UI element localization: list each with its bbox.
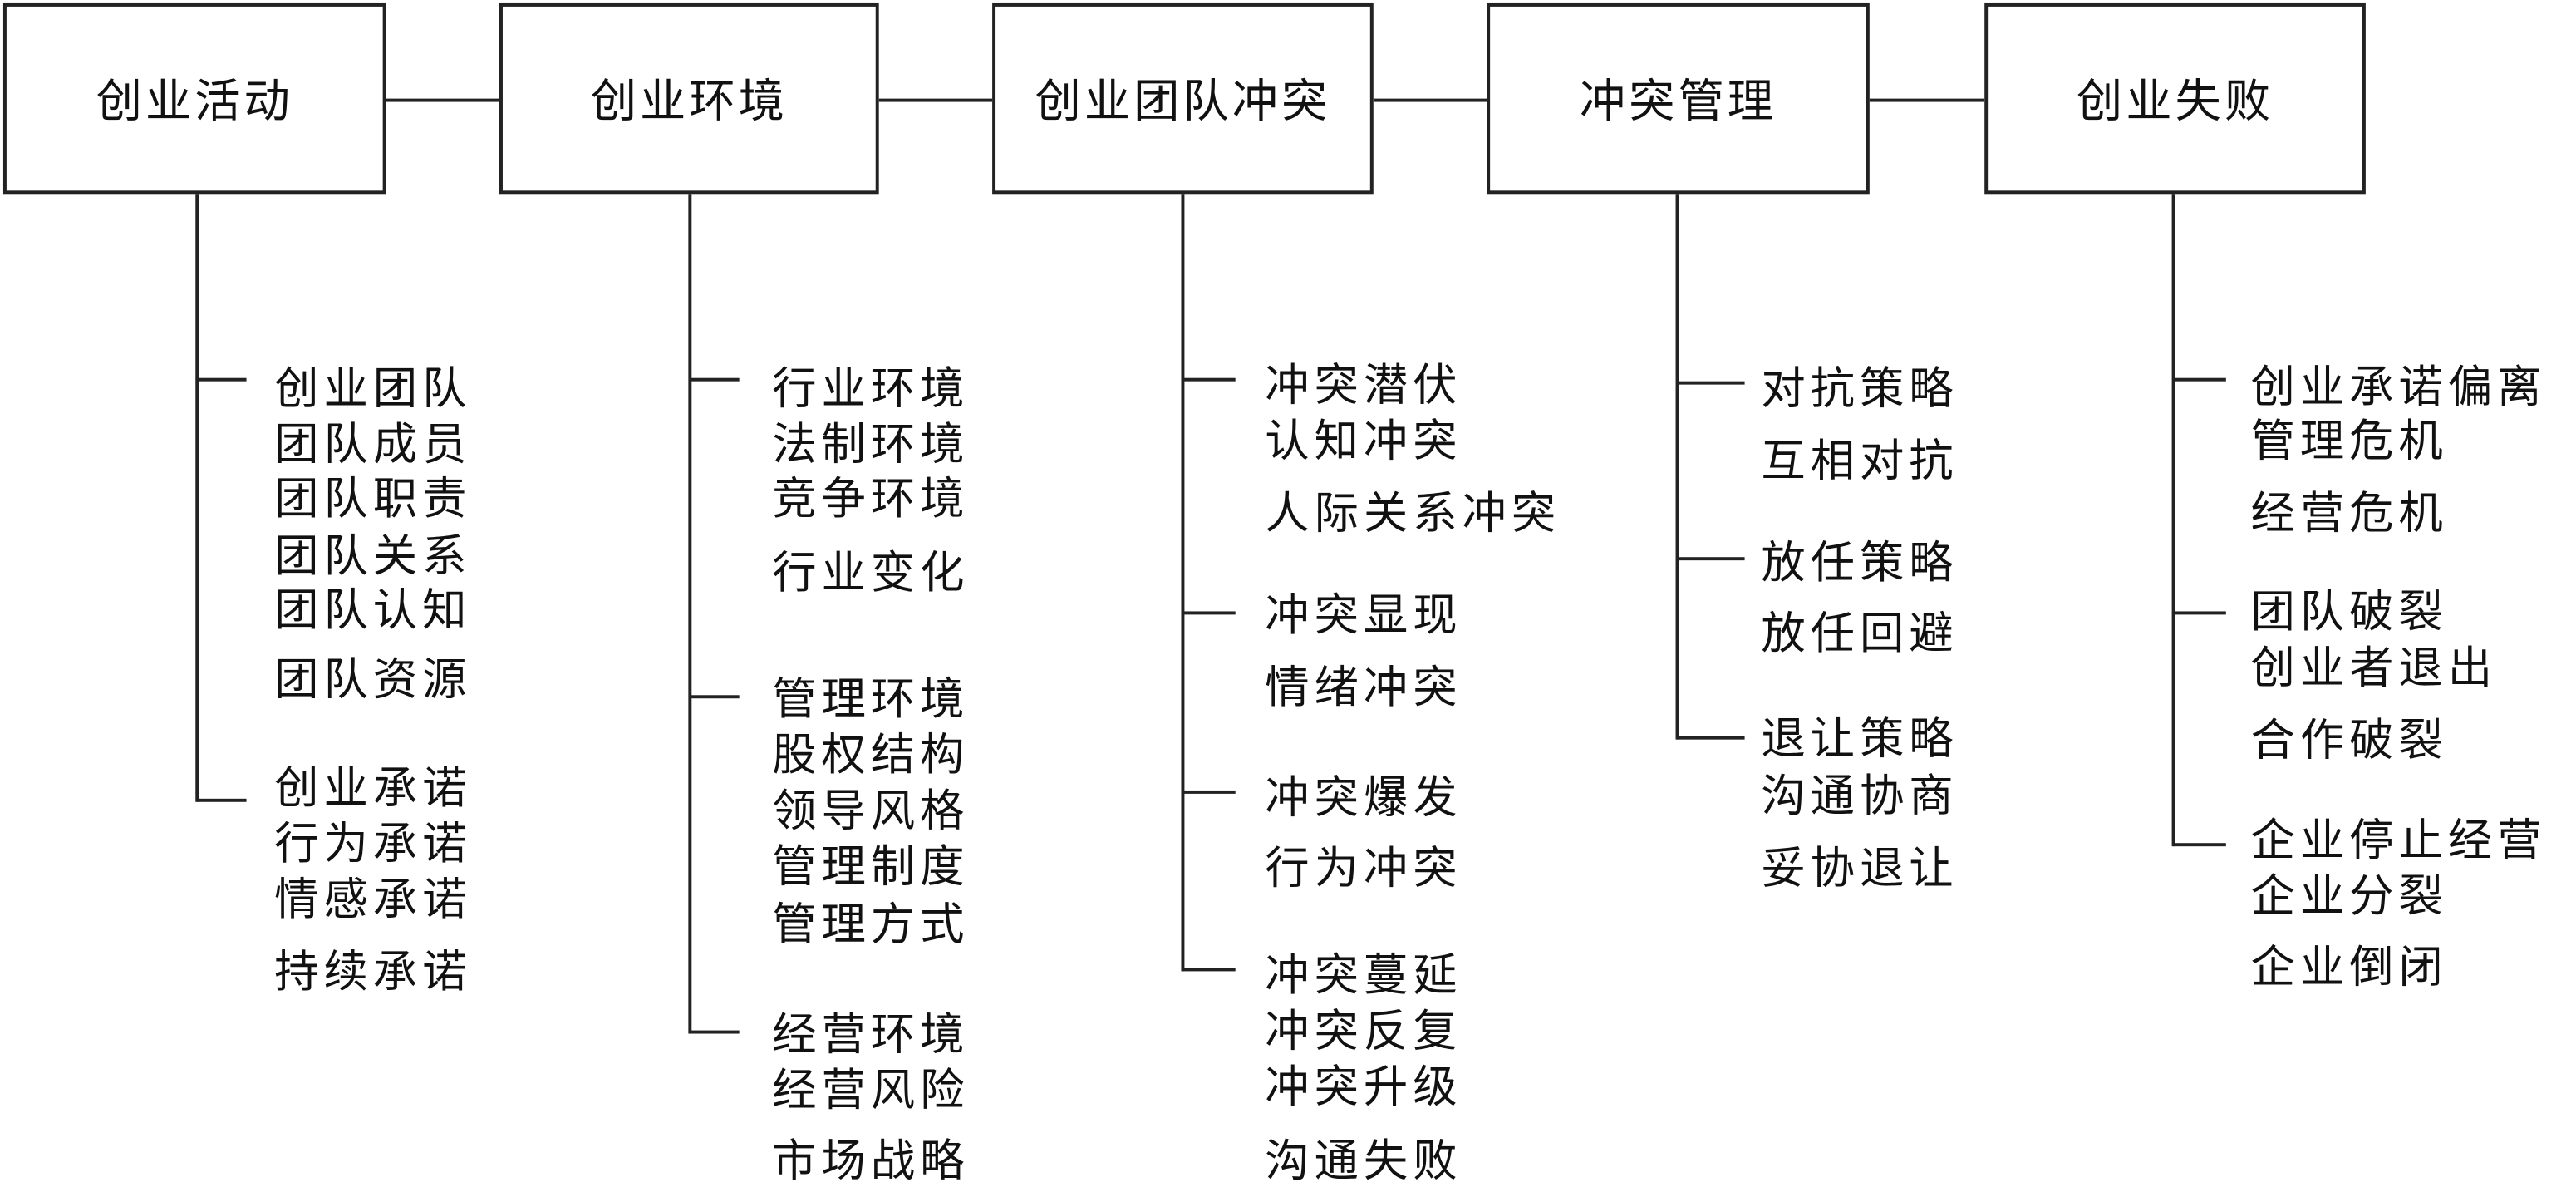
list-item: 团队关系 — [274, 531, 472, 583]
stem-line — [688, 194, 692, 1034]
list-item: 互相对抗 — [1761, 436, 1959, 488]
list-item: 冲突反复 — [1265, 1006, 1463, 1058]
stem-line — [2171, 194, 2175, 847]
list-item: 行为承诺 — [274, 819, 472, 870]
list-item: 企业停止经营 — [2250, 815, 2547, 867]
list-item: 企业分裂 — [2250, 871, 2448, 923]
branch-tick — [1182, 377, 1236, 382]
list-item: 团队破裂 — [2250, 587, 2448, 639]
list-item: 行业环境 — [772, 363, 970, 416]
connector-line — [1869, 98, 1985, 102]
connector-line — [1373, 98, 1487, 102]
node-box-5: 创业失败 — [1984, 2, 2366, 195]
list-item: 管理危机 — [2250, 416, 2448, 468]
list-item: 领导风格 — [772, 786, 970, 838]
list-item: 人际关系冲突 — [1265, 489, 1561, 540]
list-item: 放任策略 — [1761, 538, 1959, 589]
node-box-1: 创业活动 — [2, 2, 386, 195]
stem-line — [195, 194, 199, 802]
list-item: 股权结构 — [772, 730, 970, 782]
list-item: 冲突爆发 — [1265, 773, 1463, 825]
list-item: 行业变化 — [772, 548, 970, 599]
connector-line — [386, 98, 500, 102]
list-item: 沟通协商 — [1761, 771, 1959, 823]
list-item: 经营环境 — [772, 1009, 970, 1061]
list-item: 沟通失败 — [1265, 1136, 1463, 1187]
list-item: 团队成员 — [274, 420, 472, 471]
branch-tick — [1677, 557, 1745, 561]
node-box-4: 冲突管理 — [1487, 2, 1870, 195]
list-item: 行为冲突 — [1265, 844, 1463, 895]
list-item: 妥协退让 — [1761, 844, 1959, 895]
branch-tick — [2173, 611, 2226, 615]
list-item: 法制环境 — [772, 420, 970, 471]
list-item: 持续承诺 — [274, 947, 472, 999]
list-item: 合作破裂 — [2250, 715, 2448, 767]
list-item: 团队资源 — [274, 654, 472, 707]
list-item: 冲突显现 — [1265, 590, 1463, 643]
branch-tick — [1677, 381, 1745, 385]
list-item: 退让策略 — [1761, 714, 1959, 766]
list-item: 冲突潜伏 — [1265, 360, 1463, 412]
list-item: 创业承诺偏离 — [2250, 362, 2547, 414]
list-item: 冲突蔓延 — [1265, 950, 1463, 1002]
list-item: 创业者退出 — [2250, 643, 2498, 695]
branch-tick — [690, 1030, 740, 1034]
list-item: 管理制度 — [772, 842, 970, 894]
branch-tick — [1182, 611, 1236, 615]
list-item: 对抗策略 — [1761, 363, 1959, 416]
branch-tick — [1182, 968, 1236, 972]
list-item: 经营危机 — [2250, 489, 2448, 540]
list-item: 市场战略 — [772, 1136, 970, 1187]
connector-line — [878, 98, 993, 102]
list-item: 团队认知 — [274, 585, 472, 638]
branch-tick — [690, 377, 740, 382]
list-item: 管理方式 — [772, 899, 970, 951]
list-item: 冲突升级 — [1265, 1062, 1463, 1114]
stem-line — [1181, 194, 1185, 972]
branch-tick — [1677, 736, 1745, 740]
node-box-2: 创业环境 — [499, 2, 879, 195]
list-item: 竞争环境 — [772, 474, 970, 525]
list-item: 管理环境 — [772, 674, 970, 726]
list-item: 认知冲突 — [1265, 416, 1463, 468]
list-item: 情绪冲突 — [1265, 662, 1463, 715]
list-item: 创业承诺 — [274, 763, 472, 815]
node-box-3: 创业团队冲突 — [992, 2, 1374, 195]
branch-tick — [197, 798, 247, 802]
list-item: 情感承诺 — [274, 874, 472, 927]
list-item: 企业倒闭 — [2250, 942, 2448, 994]
branch-tick — [1182, 790, 1236, 794]
branch-tick — [2173, 843, 2226, 847]
list-item: 创业团队 — [274, 363, 472, 416]
list-item: 经营风险 — [772, 1066, 970, 1117]
branch-tick — [690, 695, 740, 699]
stem-line — [1675, 194, 1679, 740]
branch-tick — [197, 377, 247, 382]
list-item: 放任回避 — [1761, 608, 1959, 660]
list-item: 团队职责 — [274, 474, 472, 525]
branch-tick — [2173, 377, 2226, 382]
